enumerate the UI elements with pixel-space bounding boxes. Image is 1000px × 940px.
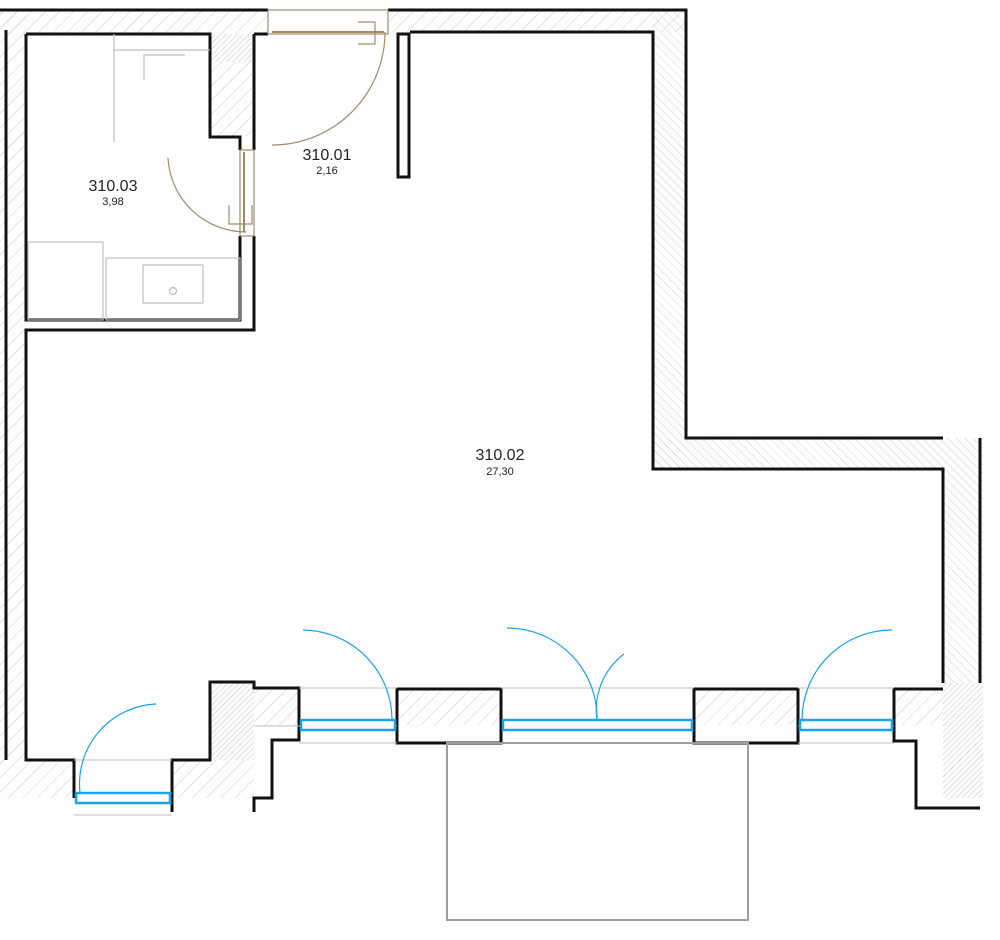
wall-right-horizontal	[653, 438, 943, 469]
interior-doors	[167, 9, 389, 237]
wall-far-right	[943, 438, 983, 683]
walls	[0, 10, 983, 798]
room-number: 310.02	[476, 447, 525, 464]
room-area: 27,30	[486, 466, 514, 478]
vanity-counter	[105, 257, 241, 321]
wall-bottom-pier	[172, 760, 254, 798]
room-area: 3,98	[102, 196, 123, 208]
balcony	[446, 742, 749, 921]
room-number: 310.03	[89, 178, 138, 195]
washbasin	[142, 264, 204, 304]
wall-top-left	[0, 10, 268, 34]
window-3[interactable]	[501, 627, 694, 732]
pier-1	[397, 689, 501, 725]
room-label-310-03: 310.03 3,98	[89, 178, 138, 208]
wall-bottom-step	[254, 688, 299, 726]
wall-far-right-column	[943, 683, 983, 798]
room-label-310-01: 310.01 2,16	[303, 147, 352, 177]
shaft	[210, 34, 252, 62]
wall-outlines	[0, 8, 982, 812]
window-4[interactable]	[798, 629, 894, 732]
entry-door[interactable]	[267, 9, 389, 146]
shaft-lower	[210, 62, 252, 137]
wall-right-vertical	[653, 10, 686, 470]
pier-2	[694, 689, 798, 725]
bathroom-fixtures	[27, 34, 241, 321]
wall-left	[0, 10, 26, 762]
bathroom-door[interactable]	[167, 149, 255, 237]
shower-tray	[27, 241, 104, 321]
column-bottom-left	[210, 682, 254, 760]
room-area: 2,16	[316, 165, 337, 177]
drain	[168, 286, 178, 296]
pier-3	[894, 689, 943, 725]
room-number: 310.01	[303, 147, 352, 164]
wall-top-right	[388, 10, 686, 32]
window-1[interactable]	[74, 703, 172, 805]
room-label-310-02: 310.02 27,30	[476, 447, 525, 478]
window-2[interactable]	[299, 629, 397, 732]
wall-bottom-left	[0, 760, 74, 798]
